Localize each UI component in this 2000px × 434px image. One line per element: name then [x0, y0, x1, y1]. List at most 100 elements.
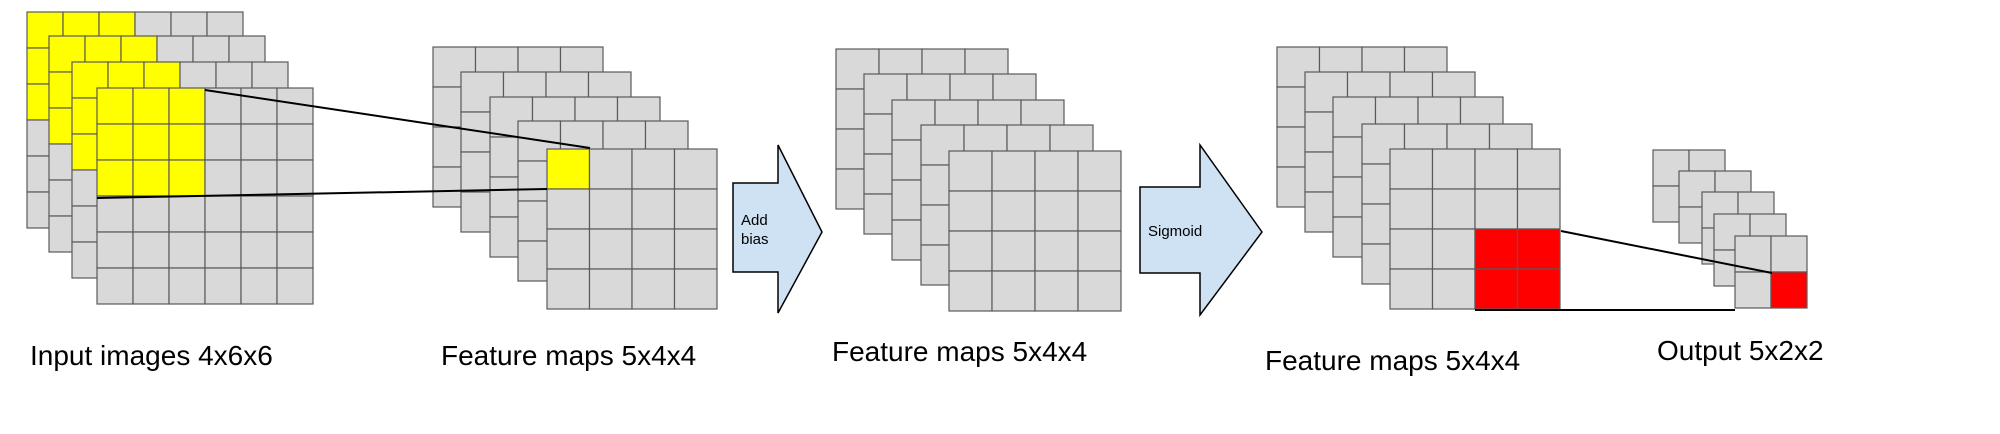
grid-cell — [1034, 270, 1079, 312]
grid-cell — [168, 195, 206, 233]
feature-maps-bias-stack — [835, 48, 1122, 312]
grid-cell — [240, 123, 278, 161]
output-layer — [1734, 235, 1808, 309]
grid-cell — [132, 195, 170, 233]
grid-cell — [991, 230, 1036, 272]
grid-cell — [1516, 268, 1561, 310]
grid-cell — [546, 228, 591, 270]
sigmoid-label: Sigmoid — [1148, 223, 1202, 240]
grid-cell — [1516, 188, 1561, 230]
stage-caption-input: Input images 4x6x6 — [30, 340, 273, 371]
grid-cell — [240, 267, 278, 305]
connector-line — [96, 188, 548, 199]
grid-cell — [96, 87, 134, 125]
grid-cell — [132, 87, 170, 125]
grid-cell — [1474, 148, 1519, 190]
grid-cell — [240, 87, 278, 125]
grid-cell — [1474, 228, 1519, 270]
grid-cell — [1389, 148, 1434, 190]
grid-cell — [588, 228, 633, 270]
grid-cell — [1077, 150, 1122, 192]
grid-cell — [96, 267, 134, 305]
grid-cell — [168, 123, 206, 161]
grid-cell — [1431, 268, 1476, 310]
input-image-layer — [96, 87, 314, 305]
grid-cell — [240, 195, 278, 233]
grid-cell — [546, 188, 591, 230]
grid-cell — [631, 148, 676, 190]
grid-cell — [1770, 235, 1808, 273]
grid-cell — [96, 159, 134, 197]
grid-cell — [240, 231, 278, 269]
sigmoid-arrow: Sigmoid — [1139, 142, 1263, 318]
grid-cell — [1474, 268, 1519, 310]
grid-cell — [132, 159, 170, 197]
grid-cell — [276, 123, 314, 161]
grid-cell — [1431, 148, 1476, 190]
grid-cell — [204, 159, 242, 197]
grid-cell — [588, 268, 633, 310]
grid-cell — [1431, 188, 1476, 230]
feature-map-layer — [948, 150, 1122, 312]
feature-map-layer — [546, 148, 718, 310]
connector-line — [1560, 230, 1773, 274]
connector-line — [204, 89, 591, 149]
grid-cell — [631, 188, 676, 230]
grid-cell — [1389, 228, 1434, 270]
grid-cell — [588, 188, 633, 230]
add-bias-arrow-shape — [732, 144, 823, 314]
grid-cell — [948, 150, 993, 192]
add-bias-label-line1: Add — [741, 212, 768, 229]
grid-cell — [1516, 228, 1561, 270]
connector-lines — [96, 89, 1773, 311]
grid-cell — [546, 148, 591, 190]
grid-cell — [1276, 46, 1321, 88]
grid-cell — [546, 268, 591, 310]
grid-cell — [673, 228, 718, 270]
stage-caption-bias: Feature maps 5x4x4 — [832, 336, 1088, 367]
grid-cell — [1077, 190, 1122, 232]
grid-cell — [1077, 230, 1122, 272]
grid-cell — [1516, 148, 1561, 190]
grid-cell — [204, 195, 242, 233]
grid-cell — [276, 195, 314, 233]
grid-cell — [948, 270, 993, 312]
stage-caption-output: Output 5x2x2 — [1657, 335, 1824, 366]
grid-cell — [948, 190, 993, 232]
grid-cell — [1770, 271, 1808, 309]
grid-cell — [948, 230, 993, 272]
grid-cell — [1474, 188, 1519, 230]
grid-cell — [673, 268, 718, 310]
grid-cell — [276, 231, 314, 269]
grid-cell — [276, 267, 314, 305]
feature-maps-conv-stack — [432, 46, 718, 310]
grid-cell — [673, 188, 718, 230]
grid-cell — [991, 270, 1036, 312]
grid-cell — [991, 150, 1036, 192]
grid-cell — [276, 159, 314, 197]
grid-cell — [1077, 270, 1122, 312]
grid-cell — [631, 268, 676, 310]
grid-cell — [673, 148, 718, 190]
add-bias-label-line2: bias — [741, 231, 769, 248]
grid-cell — [1034, 230, 1079, 272]
grid-cell — [1734, 271, 1772, 309]
grid-cell — [168, 159, 206, 197]
grid-cell — [1389, 188, 1434, 230]
grid-cell — [168, 87, 206, 125]
grid-cell — [168, 267, 206, 305]
grid-cell — [240, 159, 278, 197]
grid-cell — [204, 123, 242, 161]
grid-cell — [1034, 150, 1079, 192]
grid-cell — [168, 231, 206, 269]
grid-cell — [96, 123, 134, 161]
feature-maps-sigmoid-stack — [1276, 46, 1561, 310]
stage-caption-sigmoid: Feature maps 5x4x4 — [1265, 345, 1521, 376]
grid-cell — [1389, 268, 1434, 310]
grid-cell — [991, 190, 1036, 232]
output-stack — [1652, 149, 1808, 309]
grid-cell — [132, 267, 170, 305]
grid-cell — [204, 231, 242, 269]
feature-map-layer — [1389, 148, 1561, 310]
